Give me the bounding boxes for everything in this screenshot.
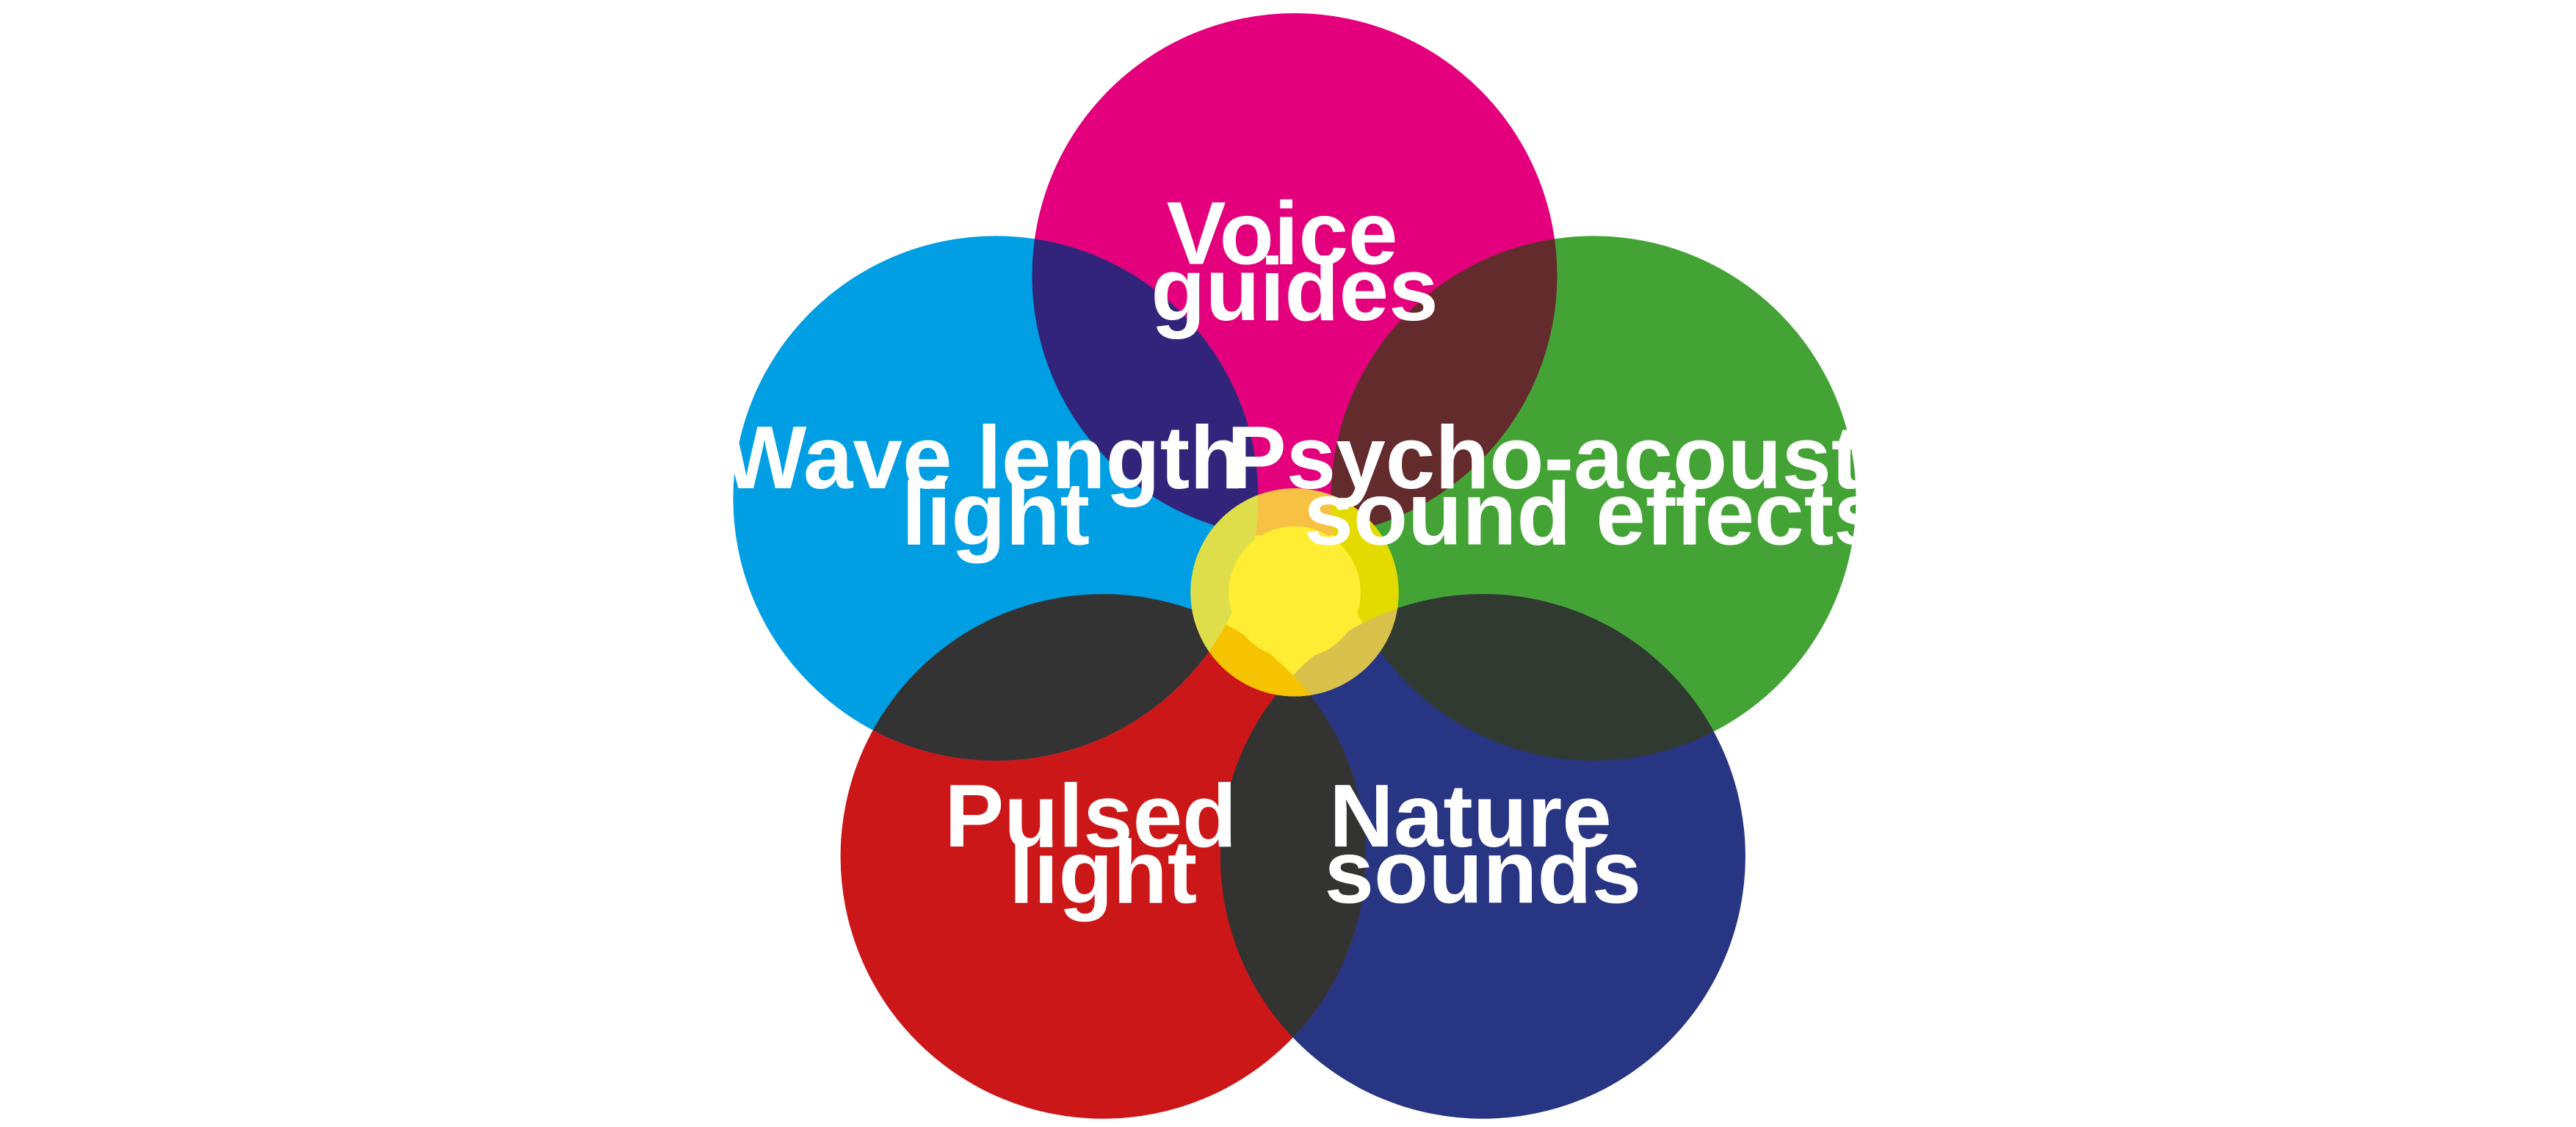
voice-guides-label: Voice guides: [1151, 184, 1438, 339]
wave-length-light-label-line-1: Wave length: [723, 407, 1245, 507]
nature-sounds-label: Nature sounds: [1324, 766, 1641, 921]
pulsed-light-label: Pulsed light: [944, 766, 1262, 921]
pulsed-light-label-line-2: light: [1009, 822, 1197, 921]
center-core: [1229, 526, 1361, 659]
wave-length-light-label: Wave length light: [723, 407, 1269, 563]
voice-guides-label-line-1: Voice: [1167, 184, 1398, 283]
wave-length-light-label-line-2: light: [902, 464, 1090, 564]
psycho-acoustic-label-line-2: sound effects: [1303, 464, 1883, 564]
pulsed-light-label-line-1: Pulsed: [944, 766, 1237, 866]
psycho-acoustic-label: Psycho-acoustic sound effects: [1227, 407, 1961, 563]
voice-guides-label-line-2: guides: [1151, 239, 1438, 339]
overlap-voice-wave: [1032, 236, 1259, 538]
overlap-voice-psycho: [1331, 236, 1557, 538]
psycho-acoustic-label-line-1: Psycho-acoustic: [1227, 407, 1936, 507]
nature-sounds-label-line-2: sounds: [1324, 822, 1641, 921]
nature-sounds-label-line-1: Nature: [1329, 766, 1612, 866]
